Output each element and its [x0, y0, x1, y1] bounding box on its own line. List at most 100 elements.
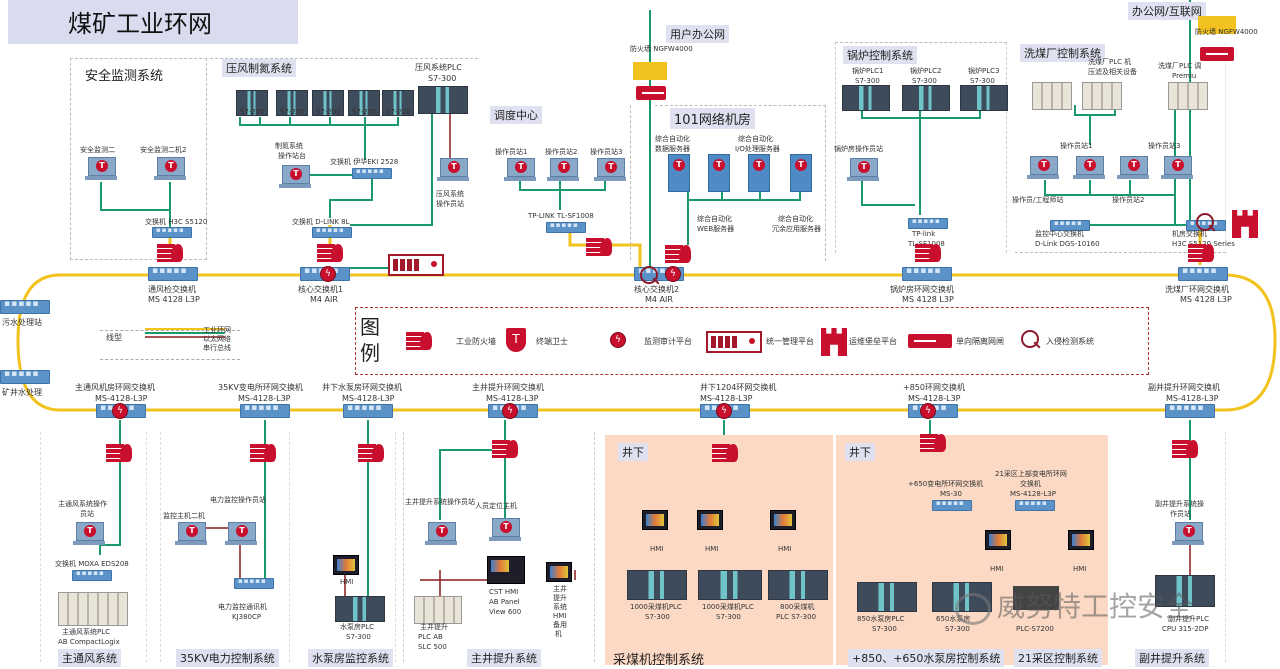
workstation-icon[interactable]	[437, 158, 469, 182]
monitoring-audit-icon[interactable]: ϟ	[920, 403, 936, 419]
workstation-icon[interactable]	[225, 522, 257, 546]
hmi-panel[interactable]	[985, 530, 1011, 550]
ring-switch[interactable]	[902, 266, 952, 281]
workstation-icon[interactable]	[547, 158, 579, 182]
industrial-firewall-icon[interactable]	[1172, 440, 1198, 458]
unidirectional-gateway-icon[interactable]	[636, 86, 666, 100]
plc-device[interactable]	[418, 86, 468, 114]
workstation-icon[interactable]	[425, 522, 457, 546]
network-switch[interactable]	[72, 569, 112, 581]
plc-device[interactable]	[1013, 586, 1059, 610]
industrial-firewall-icon[interactable]	[157, 244, 183, 262]
workstation-icon[interactable]	[73, 522, 105, 546]
workstation-icon[interactable]	[154, 157, 186, 181]
ring-switch[interactable]	[0, 369, 50, 384]
ring-switch-name: 副井提升环网交换机	[1148, 383, 1220, 392]
hmi-panel[interactable]	[546, 562, 572, 582]
plc-device[interactable]	[382, 90, 414, 116]
plc-device[interactable]	[768, 570, 828, 600]
industrial-firewall-icon[interactable]	[106, 444, 132, 462]
plc-label: 主井提升	[420, 623, 448, 631]
intrusion-detection-icon[interactable]	[640, 266, 658, 284]
plc-device[interactable]	[627, 570, 687, 600]
plc-device[interactable]	[312, 90, 344, 116]
ngfw-firewall-device[interactable]	[1198, 16, 1236, 34]
server-icon[interactable]	[748, 154, 770, 192]
plc-device[interactable]	[960, 85, 1008, 111]
network-switch[interactable]	[1015, 499, 1055, 511]
plc-device[interactable]	[335, 596, 385, 622]
plc-device[interactable]	[902, 85, 950, 111]
hmi-panel[interactable]	[642, 510, 668, 530]
industrial-firewall-icon[interactable]	[915, 244, 941, 262]
workstation-icon[interactable]	[279, 165, 311, 189]
plc-device[interactable]	[1155, 575, 1215, 607]
server-icon[interactable]	[708, 154, 730, 192]
industrial-firewall-icon[interactable]	[712, 444, 738, 462]
hmi-panel[interactable]	[697, 510, 723, 530]
ngfw-firewall-device[interactable]	[633, 62, 667, 80]
ring-switch[interactable]	[148, 266, 198, 281]
workstation-icon[interactable]	[594, 158, 626, 182]
network-switch[interactable]	[908, 217, 948, 229]
plc-device[interactable]	[842, 85, 890, 111]
industrial-firewall-icon[interactable]	[586, 238, 612, 256]
plc-device[interactable]	[698, 570, 762, 600]
network-switch[interactable]	[152, 226, 192, 238]
industrial-firewall-icon[interactable]	[250, 444, 276, 462]
ring-switch[interactable]	[0, 299, 50, 314]
workstation-icon[interactable]	[1117, 156, 1149, 180]
monitoring-audit-icon[interactable]: ϟ	[502, 403, 518, 419]
ring-switch[interactable]	[1165, 403, 1215, 418]
plc-device[interactable]	[276, 90, 308, 116]
network-switch[interactable]	[352, 167, 392, 179]
workstation-icon[interactable]	[1073, 156, 1105, 180]
workstation-icon[interactable]	[175, 522, 207, 546]
plc-device[interactable]	[414, 596, 462, 624]
industrial-firewall-icon[interactable]	[358, 444, 384, 462]
network-switch[interactable]	[312, 226, 352, 238]
ring-switch[interactable]	[240, 403, 290, 418]
workstation-icon[interactable]	[489, 518, 521, 542]
hmi-panel[interactable]	[770, 510, 796, 530]
workstation-label: 主通风系统操作	[58, 500, 107, 508]
monitoring-audit-icon[interactable]: ϟ	[716, 403, 732, 419]
workstation-icon[interactable]	[847, 158, 879, 182]
plc-device[interactable]	[58, 592, 128, 626]
network-switch[interactable]	[1050, 219, 1090, 231]
unidirectional-gateway-icon[interactable]	[1200, 47, 1234, 61]
workstation-icon[interactable]	[1027, 156, 1059, 180]
industrial-firewall-icon[interactable]	[317, 244, 343, 262]
industrial-firewall-icon[interactable]	[492, 440, 518, 458]
network-switch[interactable]	[546, 221, 586, 233]
workstation-icon[interactable]	[1161, 156, 1193, 180]
hmi-panel[interactable]	[1068, 530, 1094, 550]
monitoring-audit-icon[interactable]: ϟ	[112, 403, 128, 419]
monitoring-audit-icon[interactable]: ϟ	[665, 266, 681, 282]
workstation-icon[interactable]	[85, 157, 117, 181]
ring-switch[interactable]	[1178, 266, 1228, 281]
server-icon[interactable]	[668, 154, 690, 192]
network-switch[interactable]	[932, 499, 972, 511]
ring-switch[interactable]	[343, 403, 393, 418]
plc-device[interactable]	[1082, 82, 1122, 110]
industrial-firewall-icon[interactable]	[665, 245, 691, 263]
industrial-firewall-icon[interactable]	[920, 434, 946, 452]
network-switch[interactable]	[234, 577, 274, 589]
server-icon[interactable]	[790, 154, 812, 192]
monitoring-audit-icon[interactable]: ϟ	[320, 266, 336, 282]
switch-label: 交换机 伊华EKI 2528	[330, 158, 399, 166]
plc-device[interactable]	[1168, 82, 1208, 110]
unified-management-platform-icon[interactable]	[388, 254, 444, 276]
plc-device[interactable]	[857, 582, 917, 612]
workstation-icon[interactable]	[1172, 522, 1204, 546]
intrusion-detection-icon[interactable]	[1196, 213, 1214, 231]
industrial-firewall-icon[interactable]	[1188, 244, 1214, 262]
hmi-panel[interactable]	[487, 556, 525, 584]
plc-device[interactable]	[1032, 82, 1072, 110]
ring-switch-name: 35KV变电所环网交换机	[218, 383, 303, 392]
plc-device[interactable]	[236, 90, 268, 116]
hmi-panel[interactable]	[333, 555, 359, 575]
workstation-icon[interactable]	[504, 158, 536, 182]
plc-device[interactable]	[348, 90, 380, 116]
